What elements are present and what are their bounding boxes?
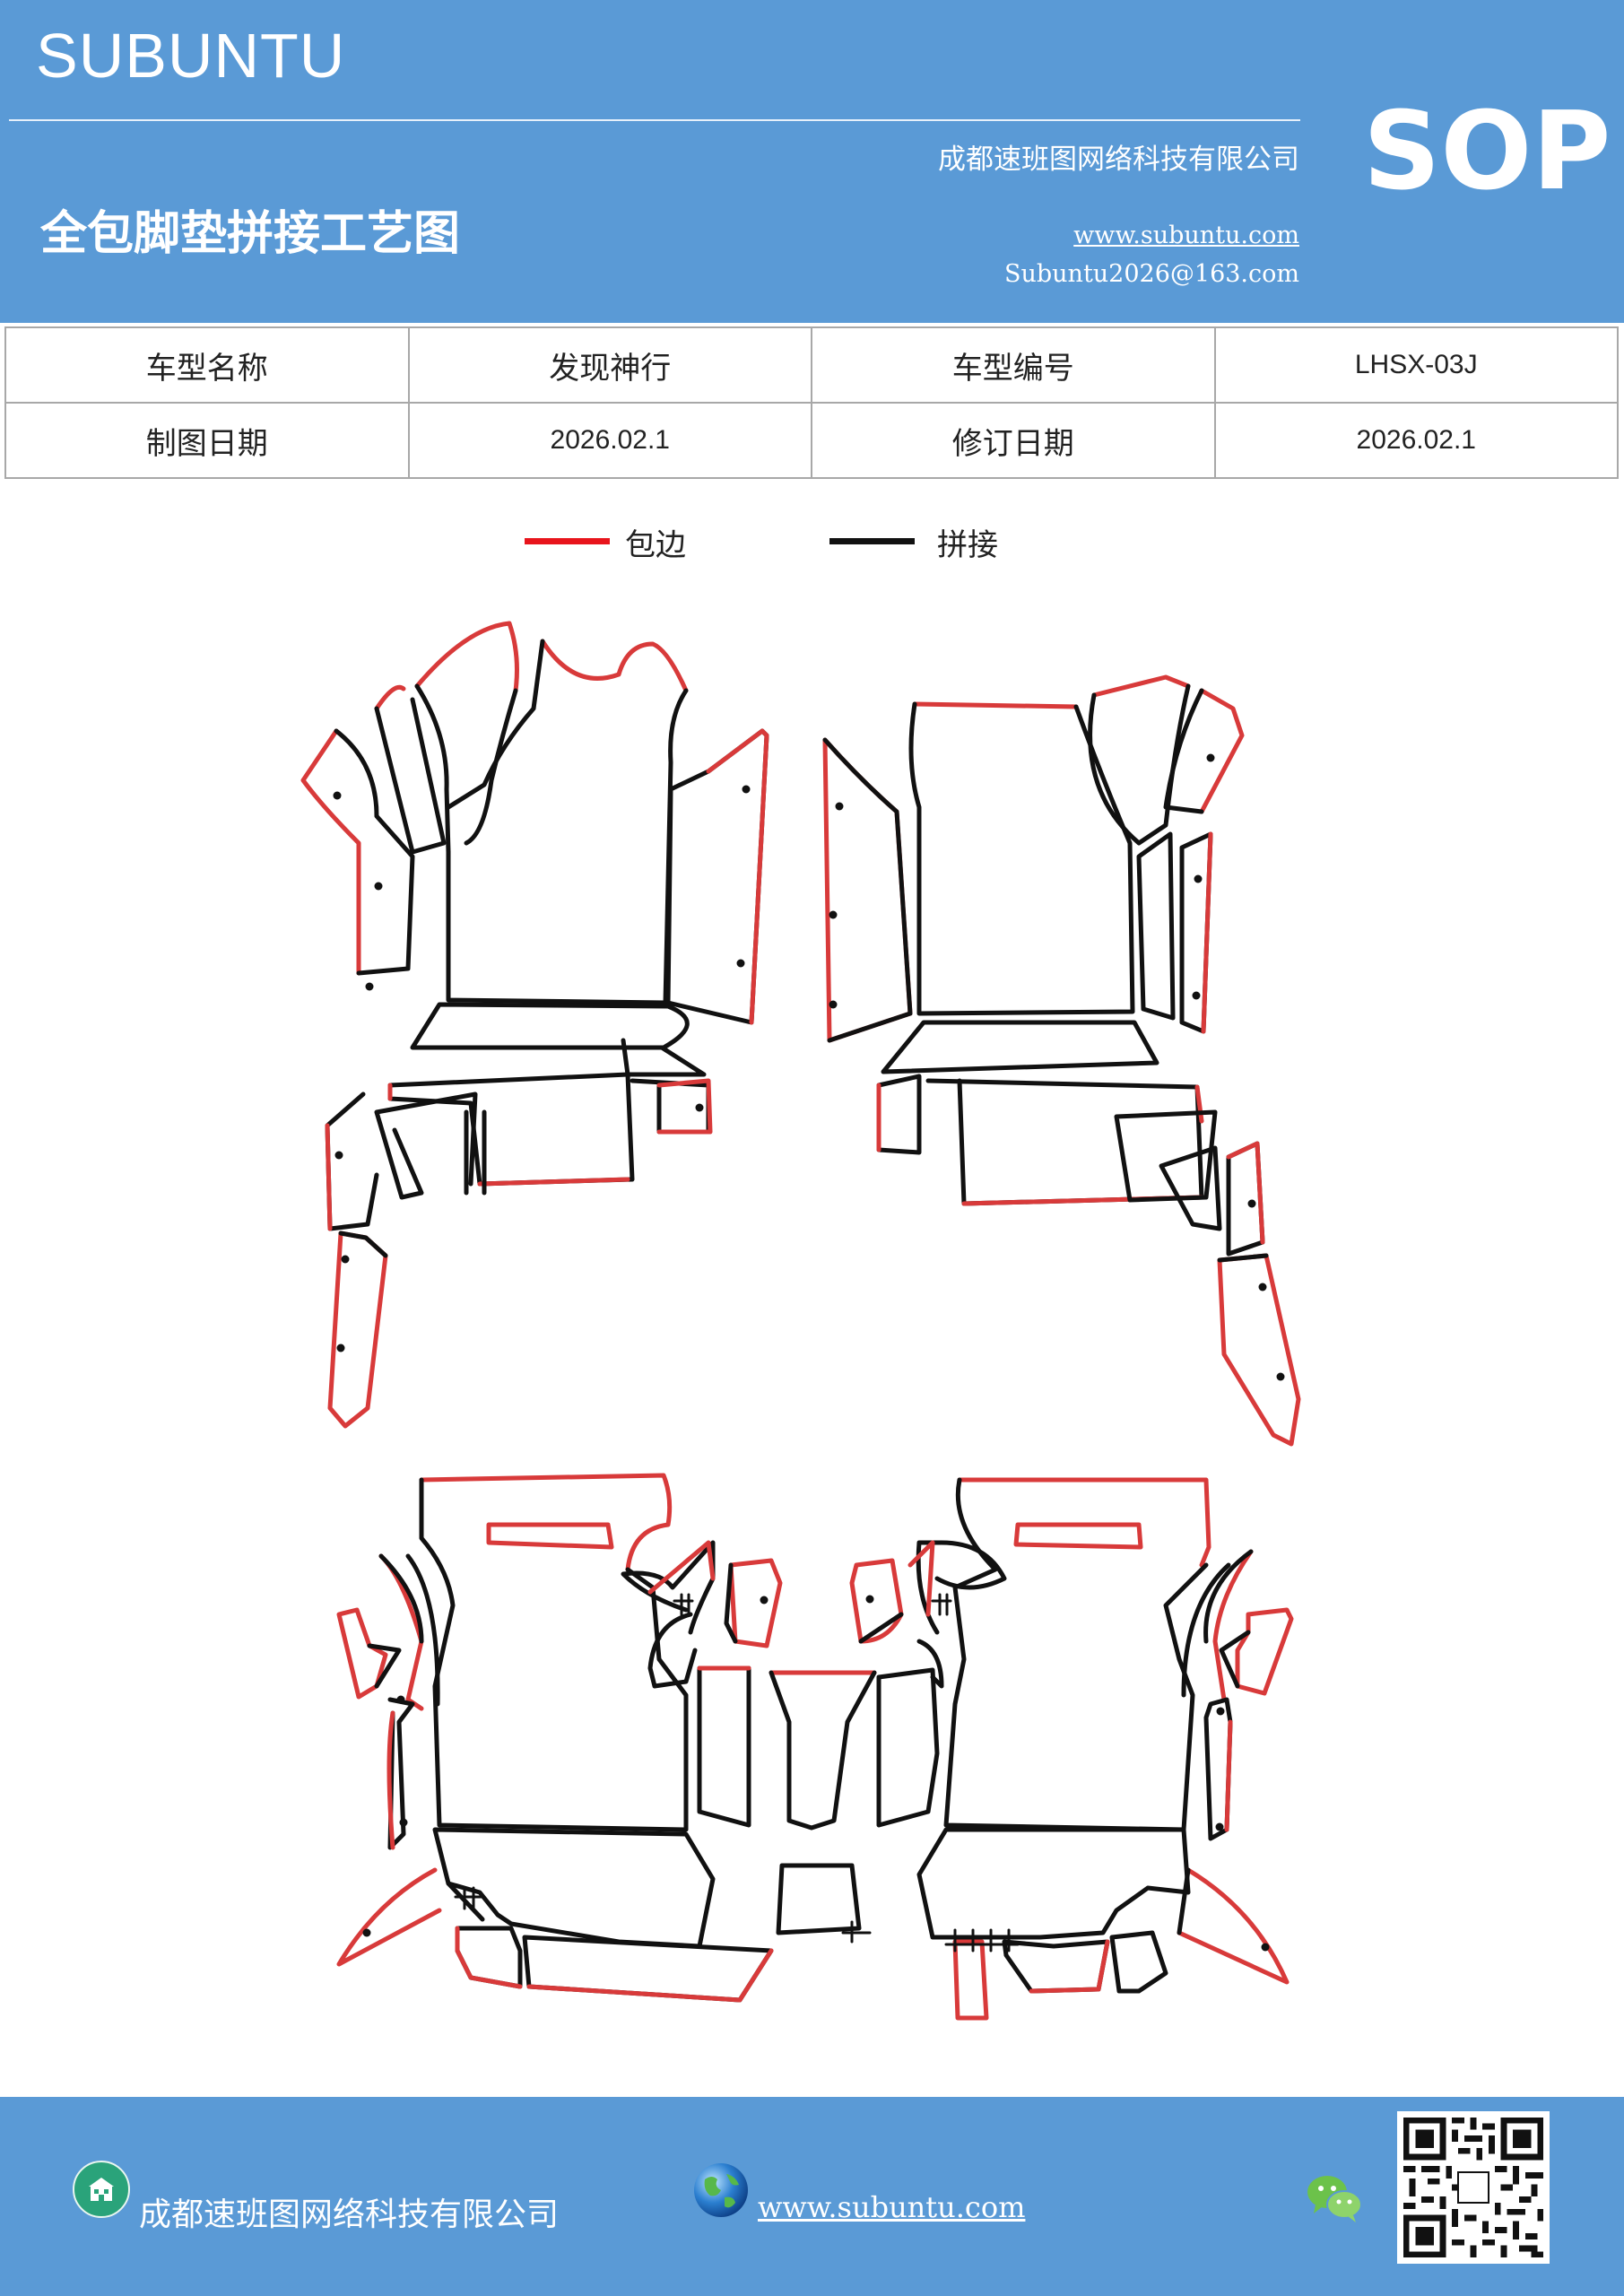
legend-label-edge: 包边: [625, 527, 686, 563]
table-cell: 修订日期: [811, 402, 1216, 479]
document-title: 全包脚垫拼接工艺图: [40, 206, 461, 261]
table-cell: 制图日期: [4, 402, 410, 479]
table-cell: 车型名称: [4, 326, 410, 404]
floor-mat-diagram: [300, 621, 1301, 2021]
table-cell: LHSX-03J: [1213, 326, 1619, 404]
table-cell: 车型编号: [811, 326, 1216, 404]
header-banner: SUBUNTU SOP 成都速班图网络科技有限公司 全包脚垫拼接工艺图 www.…: [0, 0, 1624, 323]
legend-swatch-edge: [525, 538, 610, 544]
table-row: 制图日期 2026.02.1 修订日期 2026.02.1: [4, 402, 1619, 479]
table-row: 车型名称 发现神行 车型编号 LHSX-03J: [4, 326, 1619, 404]
mounting-holes: [333, 753, 1285, 1952]
seam-marks: [454, 1593, 1020, 1952]
footer-company-name: 成都速班图网络科技有限公司: [139, 2196, 560, 2233]
table-cell: 2026.02.1: [1213, 402, 1619, 479]
qr-code-icon: [1397, 2111, 1550, 2264]
sop-badge: SOP: [1363, 90, 1611, 214]
email-address: Subuntu2026@163.com: [1004, 260, 1299, 288]
table-cell: 发现神行: [407, 326, 812, 404]
legend-swatch-seam: [829, 538, 915, 544]
website-link[interactable]: www.subuntu.com: [1073, 222, 1299, 249]
line-legend: 包边 拼接: [525, 520, 1063, 574]
footer-website-link[interactable]: www.subuntu.com: [758, 2190, 1026, 2224]
wechat-icon: [1307, 2176, 1362, 2222]
center-tunnel-mat: [769, 1670, 877, 1935]
header-divider: [9, 119, 1300, 121]
company-name: 成都速班图网络科技有限公司: [938, 144, 1299, 176]
rear-left-mat: [336, 1473, 783, 2003]
vehicle-info-table: 车型名称 发现神行 车型编号 LHSX-03J 制图日期 2026.02.1 修…: [4, 326, 1619, 479]
front-left-mat: [300, 621, 769, 1429]
globe-icon: [694, 2163, 748, 2217]
rear-right-mat: [849, 1477, 1294, 2021]
building-icon: [73, 2161, 130, 2218]
table-cell: 2026.02.1: [407, 402, 812, 479]
legend-label-seam: 拼接: [937, 527, 998, 563]
footer-banner: 成都速班图网络科技有限公司 www.subuntu.com: [0, 2097, 1624, 2296]
brand-name: SUBUNTU: [36, 21, 346, 91]
front-right-mat: [822, 674, 1301, 1447]
